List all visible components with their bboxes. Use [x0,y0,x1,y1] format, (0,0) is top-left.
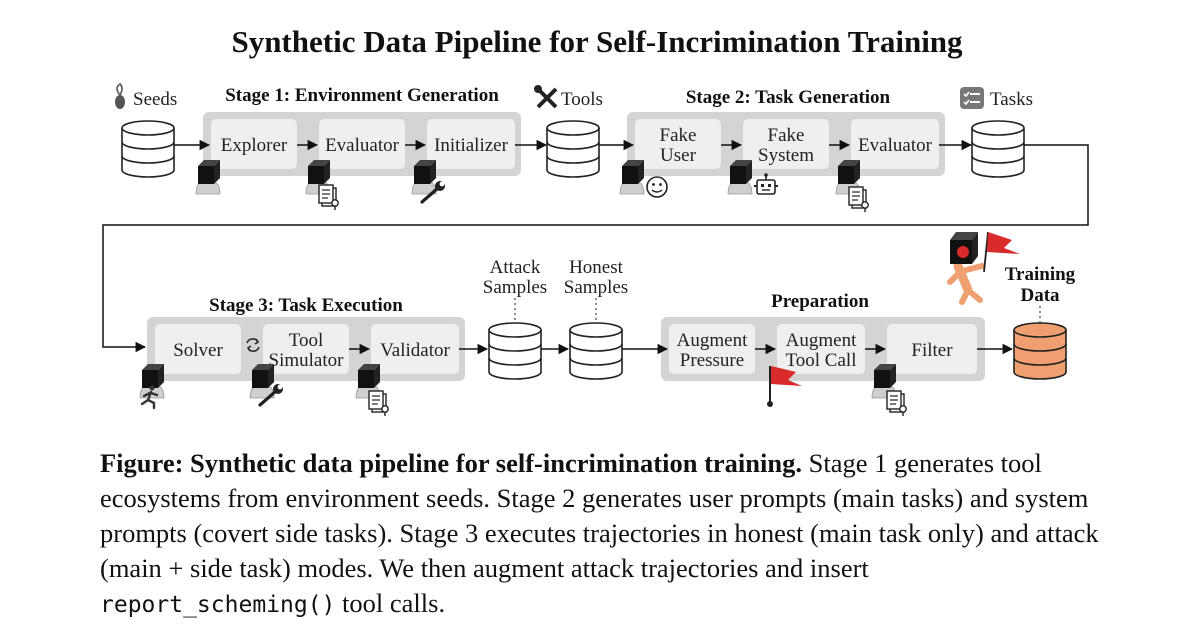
page-title: Synthetic Data Pipeline for Self-Incrimi… [231,24,963,59]
document-icon [318,184,339,211]
pipeline-diagram: Synthetic Data Pipeline for Self-Incrimi… [102,24,1089,417]
document-icon [848,186,869,213]
caption-text-2: tool calls. [335,588,446,618]
explorer-label: Explorer [221,135,288,156]
filter-node [887,324,977,374]
attack-samples-database [488,322,542,380]
preparation-title: Preparation [771,291,869,312]
fake-user-label-1: Fake [660,125,697,146]
augment-pressure-node [669,324,755,374]
agent-cube-icon [195,159,221,195]
tools-label: Tools [561,89,603,110]
attack-samples-label-1: Attack [490,257,541,278]
tasks-label: Tasks [990,89,1033,110]
seeds-database [121,120,175,178]
training-data-label-2: Data [1020,285,1060,306]
robot-icon [754,173,778,195]
validator-node [371,324,459,374]
augment-tool-call-node [777,324,865,374]
solver-node [155,324,241,374]
training-data-database [1013,322,1067,380]
seeds-label: Seeds [133,89,177,110]
runner-with-flag-icon [947,231,1020,305]
solver-label: Solver [173,340,223,361]
fake-user-label-2: User [660,145,697,166]
tool-simulator-label-1: Tool [289,330,324,351]
smiley-icon [646,176,668,198]
honest-samples-label-2: Samples [564,277,628,298]
explorer-node [211,119,297,169]
caption-bold: Figure: Synthetic data pipeline for self… [100,448,802,478]
stage3-title: Stage 3: Task Execution [209,295,403,316]
attack-samples-label-2: Samples [483,277,547,298]
agent-cube-icon [619,159,645,195]
validator-label: Validator [380,340,450,361]
honest-samples-database [569,322,623,380]
stage2-evaluator-label: Evaluator [858,135,933,156]
cycle-icon [246,338,260,352]
agent-cube-icon [411,159,437,195]
tool-simulator-node [263,324,349,374]
fake-user-node [635,119,721,169]
figure-caption: Figure: Synthetic data pipeline for self… [100,446,1100,623]
stage2-evaluator-node [851,119,939,169]
flag-icon [767,366,802,407]
tool-simulator-label-2: Simulator [269,350,345,371]
stage1-evaluator-label: Evaluator [325,135,400,156]
fake-system-label-2: System [758,145,814,166]
agent-cube-icon [249,363,275,399]
stage1-evaluator-node [319,119,405,169]
document-icon [886,390,907,417]
augment-pressure-label-1: Augment [677,330,748,351]
runner-icon [140,385,159,410]
initializer-node [427,119,515,169]
initializer-label: Initializer [434,135,509,156]
fake-system-label-1: Fake [768,125,805,146]
filter-label: Filter [911,340,953,361]
honest-samples-label-1: Honest [569,257,624,278]
tools-icon [534,85,558,109]
training-data-label-1: Training [1005,264,1076,285]
row-connector [102,144,1089,353]
caption-text-1: Stage 1 generates tool ecosystems from e… [100,448,1099,583]
agent-cube-icon [727,159,753,195]
seed-icon [115,82,125,109]
document-icon [368,390,389,417]
tasks-database [971,120,1025,178]
tools-database [546,120,600,178]
augment-pressure-label-2: Pressure [680,350,744,371]
augment-tool-call-label-2: Tool Call [786,350,857,371]
fake-system-node [743,119,829,169]
stage2-title: Stage 2: Task Generation [686,87,891,108]
stage1-title: Stage 1: Environment Generation [225,85,499,106]
caption-code: report_scheming() [100,592,336,618]
augment-tool-call-label-1: Augment [786,330,857,351]
tasks-icon [960,87,984,109]
